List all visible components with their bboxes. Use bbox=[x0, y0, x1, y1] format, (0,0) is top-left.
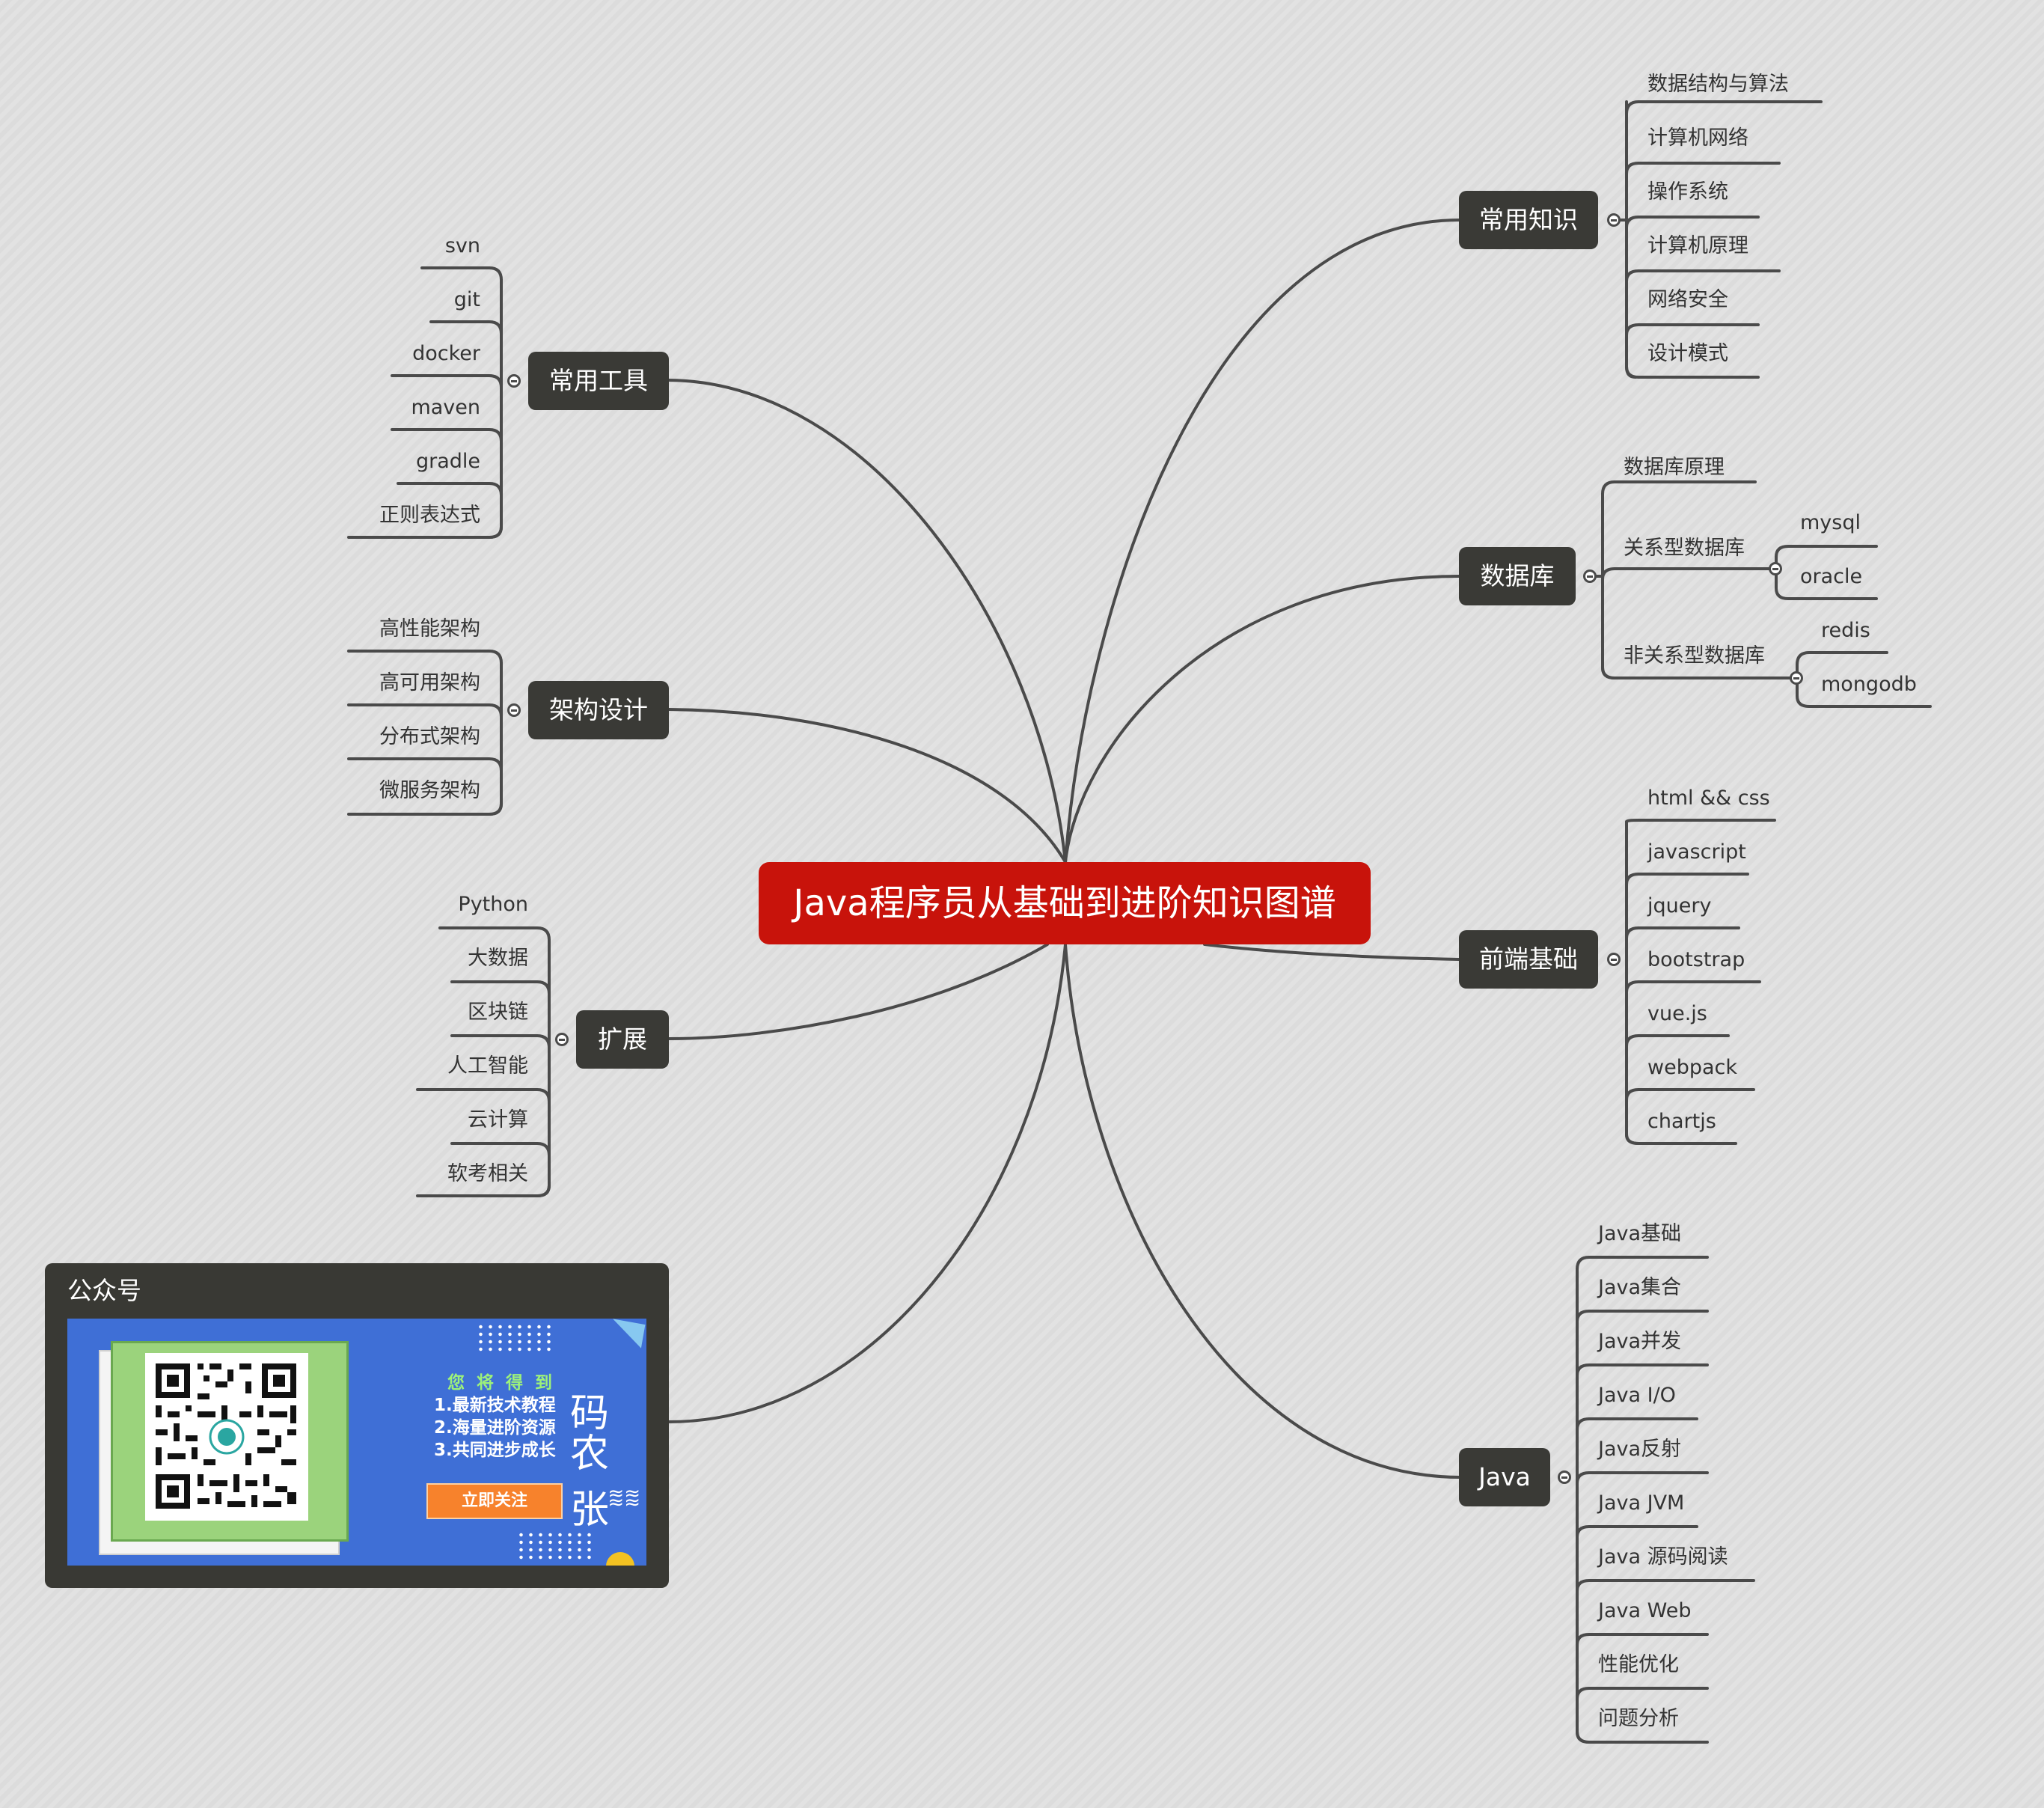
leaf-java[interactable]: Java集合 bbox=[1598, 1276, 1682, 1299]
collapse-toggle-relational[interactable] bbox=[1769, 562, 1782, 575]
leaf-nonrelational-db[interactable]: mongodb bbox=[1821, 673, 1917, 696]
leaf-architecture[interactable]: 分布式架构 bbox=[379, 725, 480, 748]
collapse-toggle-nonrelational[interactable] bbox=[1790, 671, 1803, 685]
gain-item: 1.最新技术教程 bbox=[434, 1396, 556, 1415]
collapse-toggle-java[interactable] bbox=[1558, 1470, 1571, 1484]
leaf-common-knowledge[interactable]: 数据结构与算法 bbox=[1647, 73, 1789, 96]
collapse-toggle-extension[interactable] bbox=[555, 1033, 569, 1046]
collapse-toggle-frontend[interactable] bbox=[1607, 953, 1621, 966]
topic-java[interactable]: Java bbox=[1459, 1448, 1550, 1506]
edge-root-tools bbox=[667, 379, 1067, 864]
leaf-frontend[interactable]: vue.js bbox=[1647, 1002, 1707, 1025]
leaf-tools[interactable]: docker bbox=[412, 342, 480, 365]
leaf-common-knowledge[interactable]: 设计模式 bbox=[1647, 342, 1728, 365]
edge-root-frontend bbox=[1203, 943, 1460, 961]
edge-root-java bbox=[1064, 943, 1460, 1479]
leaf-frontend[interactable]: javascript bbox=[1647, 840, 1746, 864]
topic-architecture[interactable]: 架构设计 bbox=[528, 681, 669, 739]
leaf-frontend[interactable]: webpack bbox=[1647, 1056, 1737, 1079]
collapse-toggle-common-knowledge[interactable] bbox=[1607, 213, 1621, 227]
leaf-common-knowledge[interactable]: 计算机网络 bbox=[1647, 126, 1748, 150]
leaf-relational-db[interactable]: mysql bbox=[1800, 511, 1861, 534]
leaf-common-knowledge[interactable]: 操作系统 bbox=[1647, 180, 1728, 204]
topic-database[interactable]: 数据库 bbox=[1459, 547, 1576, 605]
leaf-extension[interactable]: 软考相关 bbox=[447, 1162, 528, 1185]
dots-decoration bbox=[476, 1323, 554, 1353]
leaf-frontend[interactable]: html && css bbox=[1647, 787, 1770, 810]
gain-item: 2.海量进阶资源 bbox=[434, 1418, 556, 1438]
follow-button[interactable]: 立即关注 bbox=[426, 1483, 563, 1519]
brand-name: 码 bbox=[570, 1391, 610, 1436]
leaf-frontend[interactable]: bootstrap bbox=[1647, 948, 1745, 971]
leaf-frontend[interactable]: jquery bbox=[1647, 894, 1712, 917]
leaf-relational-db[interactable]: oracle bbox=[1800, 565, 1863, 588]
leaf-tools[interactable]: gradle bbox=[415, 450, 480, 473]
leaf-java[interactable]: 问题分析 bbox=[1598, 1707, 1679, 1730]
topic-extension[interactable]: 扩展 bbox=[576, 1010, 669, 1069]
leaf-extension[interactable]: 人工智能 bbox=[447, 1054, 528, 1078]
leaf-java[interactable]: Java反射 bbox=[1598, 1438, 1682, 1461]
wechat-account-card[interactable]: 公众号 bbox=[45, 1263, 669, 1588]
edge-root-card bbox=[667, 943, 1067, 1423]
edge-root-extension bbox=[667, 943, 1049, 1040]
leaf-database[interactable]: 数据库原理 bbox=[1624, 456, 1725, 479]
gains-title: 您 将 得 到 bbox=[447, 1373, 556, 1393]
leaf-tools[interactable]: 正则表达式 bbox=[379, 504, 480, 527]
edge-root-architecture bbox=[667, 708, 1067, 864]
leaf-java[interactable]: Java并发 bbox=[1598, 1330, 1682, 1353]
leaf-architecture[interactable]: 高性能架构 bbox=[379, 617, 480, 641]
leaf-common-knowledge[interactable]: 网络安全 bbox=[1647, 288, 1728, 311]
leaf-extension[interactable]: Python bbox=[458, 893, 528, 916]
brand-name: 农张 bbox=[570, 1432, 610, 1533]
leaf-database-relational[interactable]: 关系型数据库 bbox=[1624, 537, 1745, 560]
topic-common-knowledge[interactable]: 常用知识 bbox=[1459, 191, 1598, 249]
dots-decoration bbox=[516, 1531, 594, 1561]
wave-decoration: ≈≈≈≈ bbox=[608, 1482, 640, 1514]
card-title: 公众号 bbox=[67, 1276, 141, 1305]
edge-root-database bbox=[1064, 575, 1460, 864]
leaf-java[interactable]: Java 源码阅读 bbox=[1598, 1545, 1728, 1569]
leaf-java[interactable]: Java基础 bbox=[1598, 1222, 1682, 1245]
topic-tools[interactable]: 常用工具 bbox=[528, 352, 669, 410]
collapse-toggle-database[interactable] bbox=[1583, 569, 1597, 583]
leaf-architecture[interactable]: 微服务架构 bbox=[379, 779, 480, 802]
promo-banner: 您 将 得 到 1.最新技术教程 2.海量进阶资源 3.共同进步成长 码 农张 … bbox=[67, 1319, 646, 1566]
collapse-toggle-architecture[interactable] bbox=[507, 703, 521, 717]
leaf-extension[interactable]: 区块链 bbox=[468, 1001, 528, 1024]
leaf-frontend[interactable]: chartjs bbox=[1647, 1110, 1716, 1133]
leaf-extension[interactable]: 大数据 bbox=[468, 947, 528, 970]
leaf-java[interactable]: Java Web bbox=[1598, 1599, 1692, 1622]
root-topic[interactable]: Java程序员从基础到进阶知识图谱 bbox=[759, 862, 1371, 944]
leaf-tools[interactable]: svn bbox=[444, 234, 480, 257]
circle-decoration bbox=[606, 1552, 634, 1566]
qr-code-icon bbox=[145, 1353, 308, 1521]
gain-item: 3.共同进步成长 bbox=[434, 1441, 556, 1460]
triangle-decoration bbox=[608, 1319, 646, 1349]
collapse-toggle-tools[interactable] bbox=[507, 374, 521, 388]
topic-frontend[interactable]: 前端基础 bbox=[1459, 930, 1598, 989]
leaf-architecture[interactable]: 高可用架构 bbox=[379, 671, 480, 694]
leaf-java[interactable]: Java JVM bbox=[1598, 1491, 1685, 1515]
edge-root-common-knowledge bbox=[1064, 219, 1460, 864]
leaf-java[interactable]: 性能优化 bbox=[1598, 1653, 1679, 1676]
leaf-java[interactable]: Java I/O bbox=[1598, 1384, 1676, 1407]
leaf-common-knowledge[interactable]: 计算机原理 bbox=[1647, 234, 1748, 257]
leaf-nonrelational-db[interactable]: redis bbox=[1821, 619, 1870, 642]
leaf-database-nonrelational[interactable]: 非关系型数据库 bbox=[1624, 644, 1765, 668]
leaf-tools[interactable]: git bbox=[453, 288, 480, 311]
leaf-tools[interactable]: maven bbox=[411, 396, 480, 419]
leaf-extension[interactable]: 云计算 bbox=[468, 1108, 528, 1131]
